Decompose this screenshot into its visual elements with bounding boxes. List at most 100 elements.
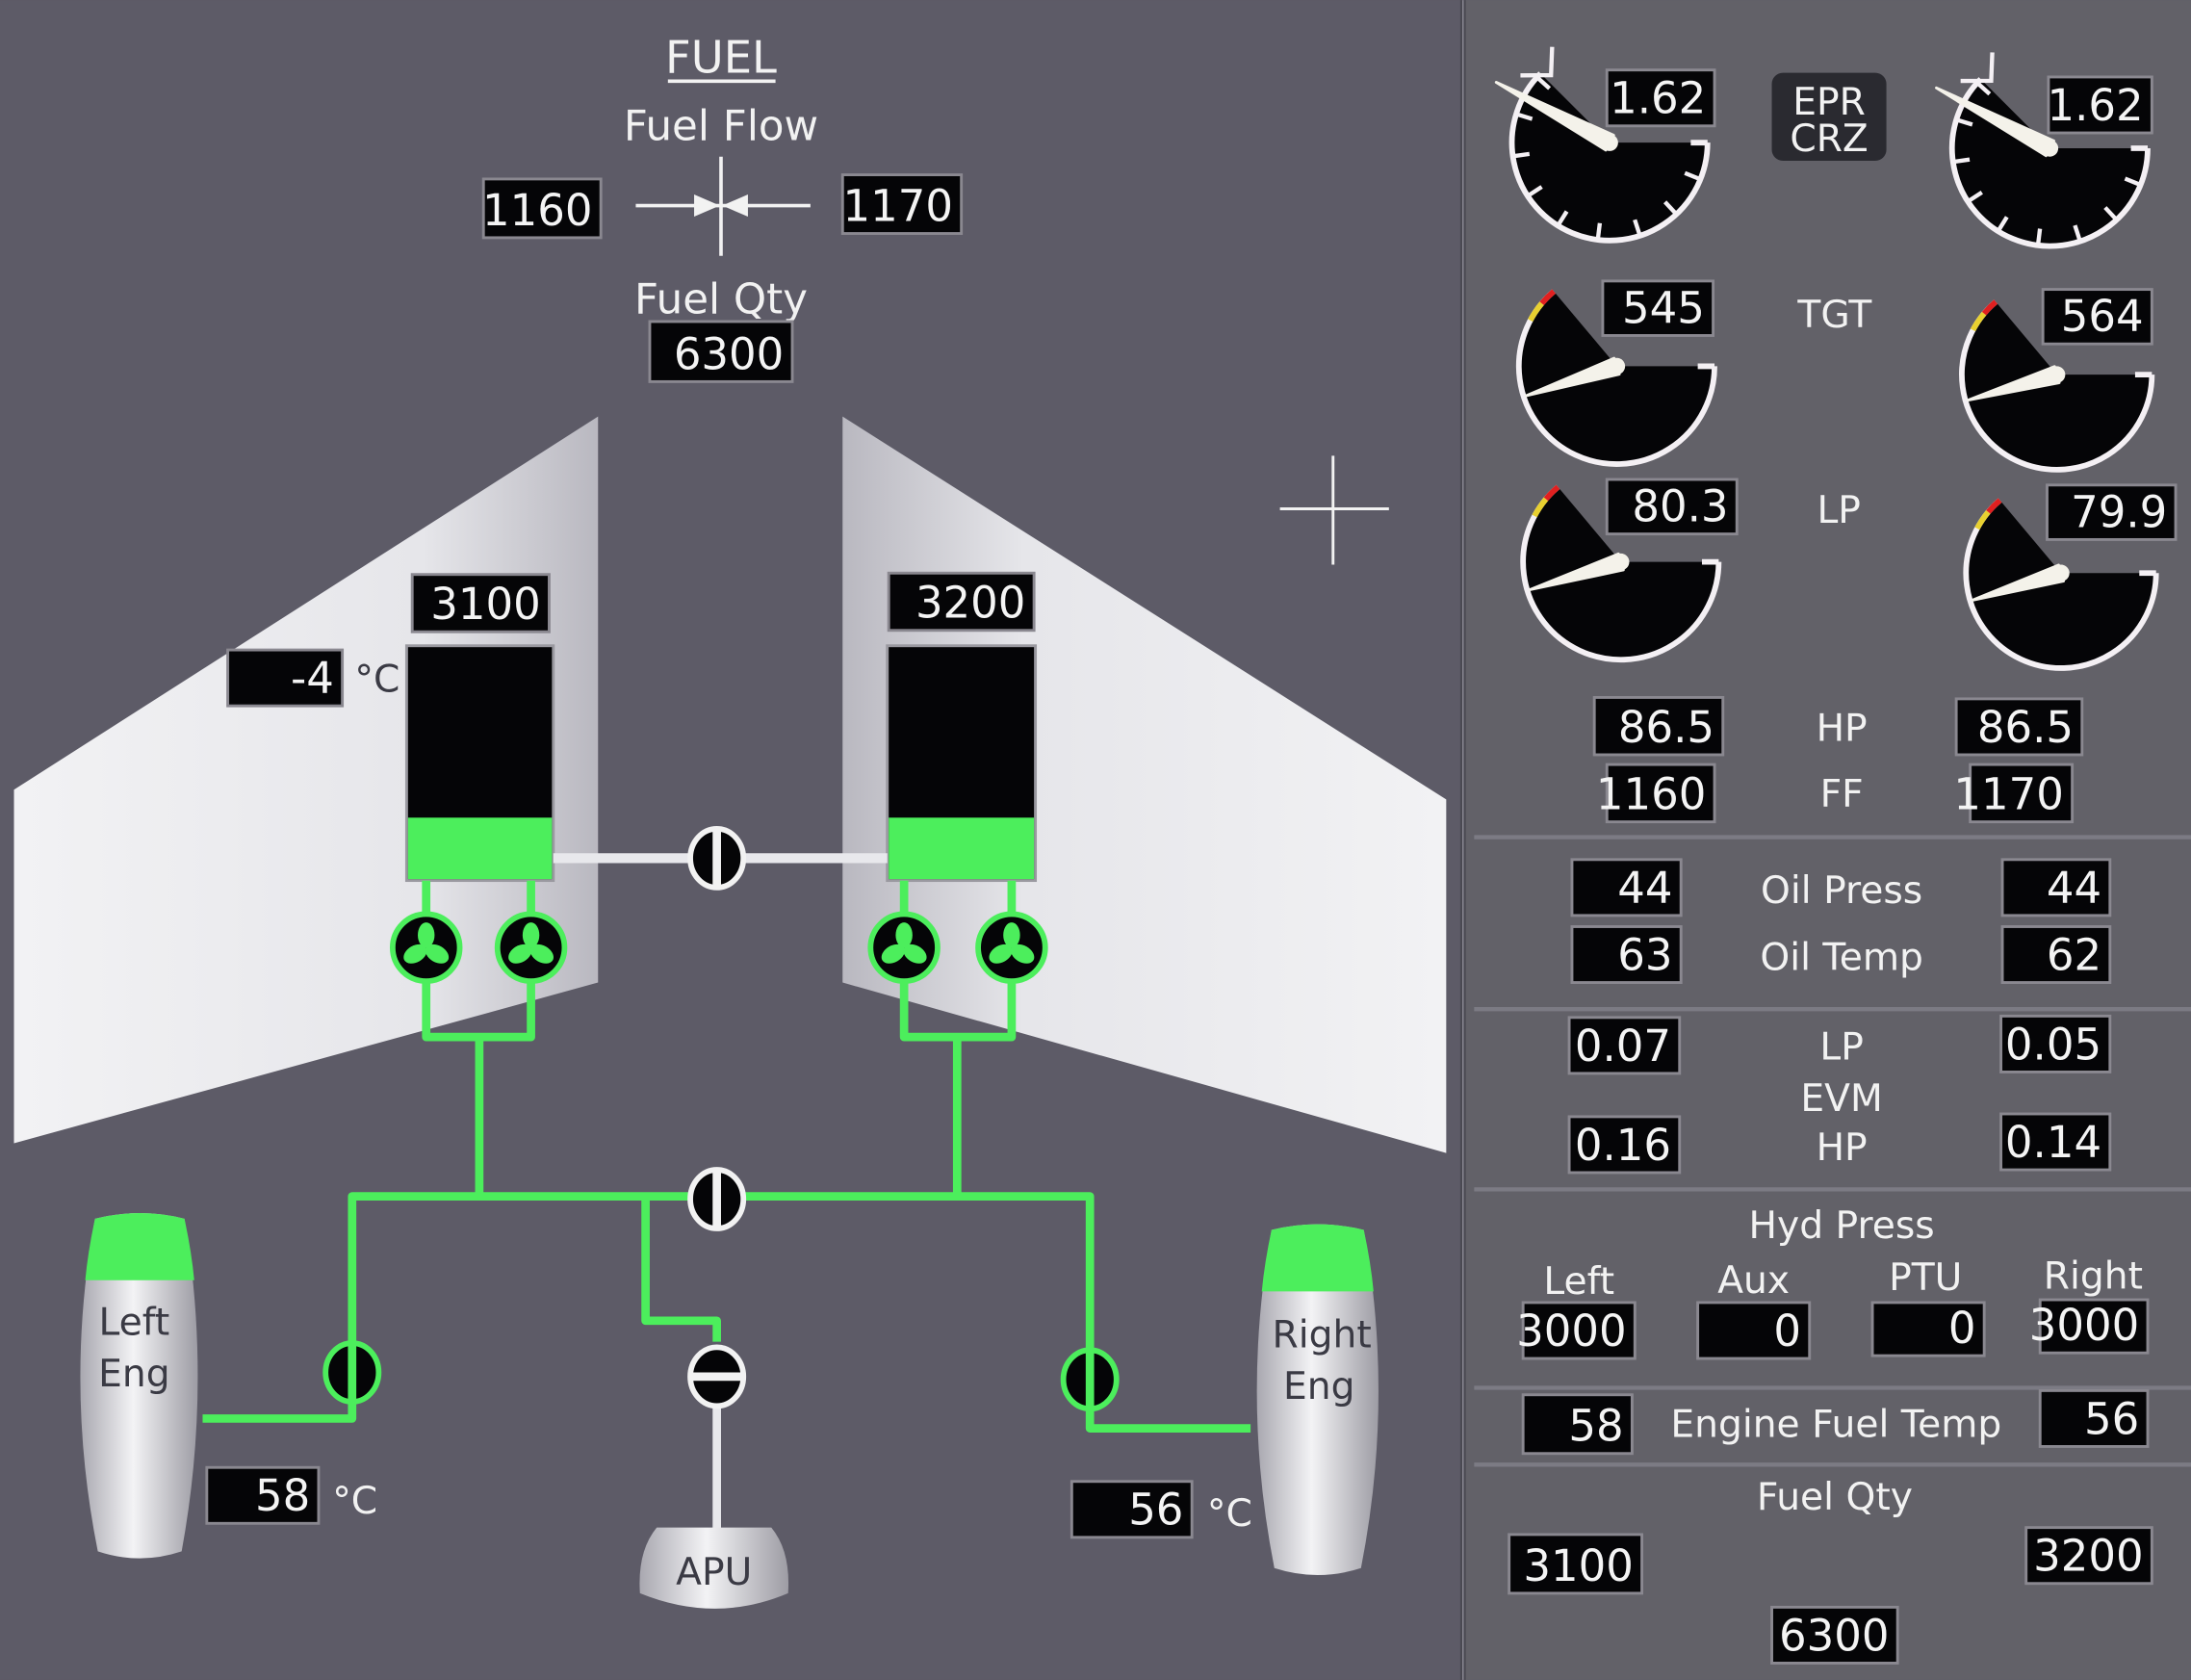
readout-value: 1.62 (2047, 80, 2143, 131)
gauge-tick (1975, 81, 1992, 96)
gauge-tick (1512, 151, 1531, 159)
readout-value: 86.5 (1977, 702, 2074, 753)
right-tgt-readout: 564 (2041, 288, 2153, 346)
readout-value: 0.07 (1575, 1021, 1671, 1072)
readout-value: 56 (1128, 1485, 1183, 1536)
fuel-qty-summary-label: Fuel Qty (1757, 1476, 1913, 1519)
hyd-right-label: Right (2044, 1254, 2143, 1298)
engine-crossfeed-valve-icon[interactable] (687, 1167, 747, 1231)
left-oil-press-readout: 44 (1570, 858, 1683, 918)
readout-box (2047, 75, 2153, 135)
fuel-flow-label: Fuel Flow (624, 102, 818, 150)
left-ff-readout: 1160 (1596, 762, 1716, 824)
fuel-flow-arrows-icon (635, 156, 811, 256)
gauge-tick (1633, 219, 1642, 237)
gauge-arc (1963, 498, 2159, 671)
readout-box (1570, 858, 1683, 918)
readout-value: 6300 (1779, 1610, 1889, 1661)
page-title: FUEL (665, 32, 777, 84)
gauge-arc (1948, 77, 2151, 249)
fuel-pump-3-fan-icon[interactable] (867, 911, 941, 985)
gauge-tick (1955, 117, 1973, 127)
left-epr-readout: 1.62 (1605, 68, 1716, 128)
left-engine-feed-valve-icon[interactable] (322, 1340, 382, 1405)
readout-value: 1.62 (1610, 73, 1706, 124)
gauge-arc (1508, 71, 1711, 244)
readout-box (2000, 925, 2112, 985)
right-engine-label: Eng (1283, 1365, 1354, 1409)
hyd-press-label: Hyd Press (1749, 1204, 1935, 1248)
fuel-pump-1-fan-icon[interactable] (389, 911, 463, 985)
fuel-pump-2-fan-icon[interactable] (494, 911, 568, 985)
readout-box (1696, 1301, 1812, 1360)
gauge-warning-arc (1981, 299, 1998, 316)
left-tank-qty-readout: 3100 (410, 573, 551, 633)
gauge-tick (1684, 170, 1702, 182)
right-engine-feed-valve-icon[interactable] (1060, 1347, 1120, 1412)
right-hp-readout: 86.5 (1954, 697, 2084, 757)
evm-hp-label: HP (1817, 1126, 1868, 1170)
gauge-warning-arc (1986, 498, 2002, 514)
readout-box (2038, 1388, 2150, 1448)
apu-label: APU (676, 1551, 752, 1594)
readout-value: 1160 (482, 185, 592, 236)
gauge-tick (1535, 75, 1552, 90)
hyd-right-readout: 3000 (2029, 1298, 2150, 1355)
left-lp-gauge (1520, 484, 1722, 663)
left-engine-fuel-indicator (85, 1213, 194, 1280)
hyd-aux-readout: 0 (1696, 1301, 1812, 1360)
readout-value: 3200 (2033, 1531, 2143, 1582)
total-fuel-qty-summary-readout: 6300 (1770, 1605, 1899, 1665)
gauge-hub (1612, 553, 1630, 571)
readout-box (1567, 1115, 1682, 1175)
readout-value: 3100 (430, 579, 540, 630)
right-oil-temp-readout: 62 (2000, 925, 2112, 985)
fuel-pump-4-fan-icon[interactable] (975, 911, 1048, 985)
left-evm-hp-readout: 0.16 (1567, 1115, 1682, 1175)
right-engine-fuel-indicator (1261, 1224, 1374, 1292)
readout-box (410, 573, 551, 633)
gauge-caution-arc (1528, 301, 1544, 323)
oil-temp-label: Oil Temp (1760, 936, 1923, 979)
gauge-hub (2052, 564, 2070, 582)
gauge-caution-arc (1532, 497, 1549, 518)
readout-value: 79.9 (2071, 486, 2167, 537)
left-fuel-flow-readout: 1160 (481, 177, 603, 240)
right-epr-gauge (1935, 52, 2151, 249)
readout-value: 3200 (915, 578, 1025, 629)
readout-value: 58 (1568, 1401, 1623, 1452)
readout-box (2000, 858, 2112, 918)
right-oil-press-readout: 44 (2000, 858, 2112, 918)
readout-box (2024, 1526, 2153, 1586)
left-engine-fuel-temp-readout: 58 (1521, 1393, 1634, 1456)
readout-value: 58 (255, 1470, 310, 1521)
left-evm-lp-readout: 0.07 (1567, 1016, 1682, 1075)
gauge-hub (1608, 357, 1626, 375)
left-engine[interactable]: Left Eng (80, 1213, 198, 1559)
gauge-dial (1523, 486, 1719, 660)
readout-box (1601, 279, 1715, 337)
apu[interactable]: APU (639, 1527, 789, 1609)
readout-value: 86.5 (1618, 702, 1714, 753)
hp-label: HP (1817, 707, 1868, 750)
readout-box (2046, 483, 2178, 541)
right-engine[interactable]: Right Eng (1256, 1224, 1379, 1576)
readout-box (1570, 925, 1683, 985)
ff-label: FF (1820, 773, 1864, 816)
readout-box (1521, 1393, 1634, 1456)
readout-box (840, 173, 964, 235)
left-tgt-readout: 545 (1601, 279, 1715, 337)
gauge-tick (1966, 191, 1983, 204)
right-tank-fuel-level (889, 817, 1035, 880)
gauge-arc (1515, 289, 1717, 467)
readout-box (1969, 762, 2075, 824)
readout-value: 63 (1617, 929, 1672, 980)
right-fuel-flow-readout: 1170 (840, 173, 964, 235)
tank-crossfeed-valve-icon[interactable] (687, 825, 747, 891)
readout-value: 3000 (2029, 1300, 2139, 1351)
readout-value: 3100 (1523, 1540, 1633, 1591)
gauge-arc (1959, 299, 2155, 473)
right-ff-readout: 1170 (1953, 762, 2075, 824)
right-engine-label: Right (1273, 1313, 1372, 1357)
apu-feed-valve-icon[interactable] (687, 1344, 747, 1409)
